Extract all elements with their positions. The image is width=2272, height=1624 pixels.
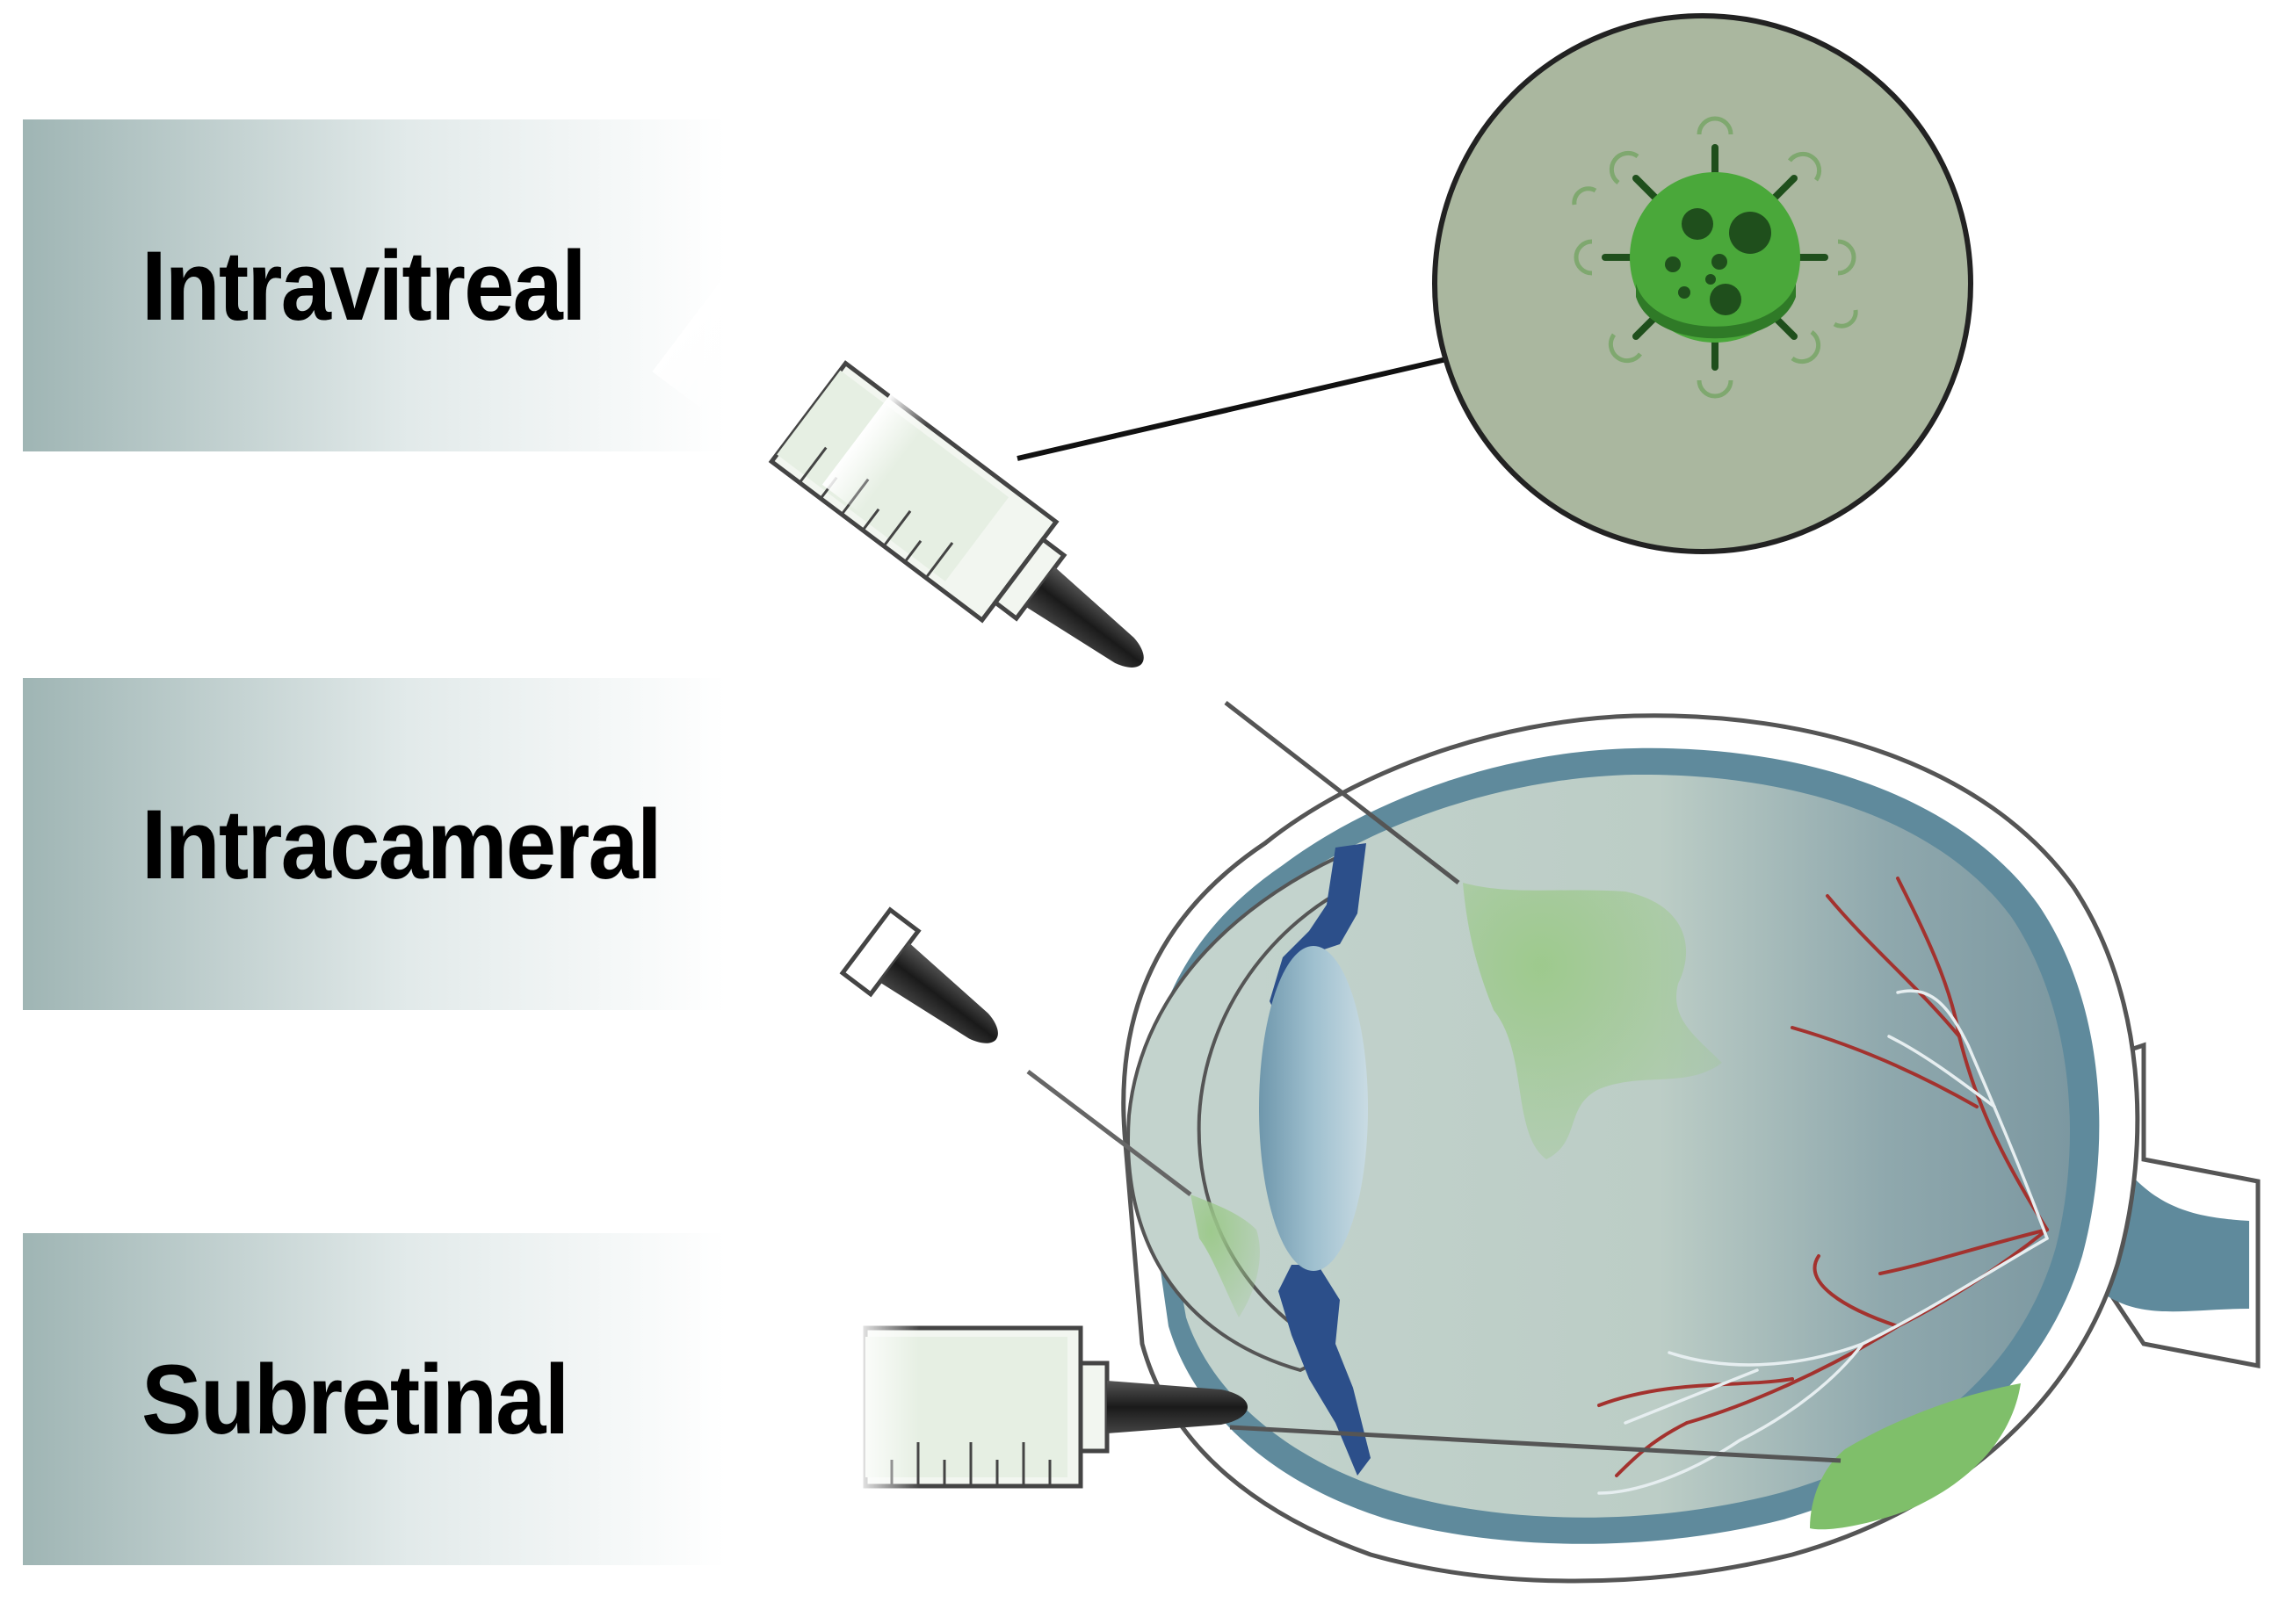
lens bbox=[1259, 946, 1368, 1271]
cornea bbox=[1126, 848, 1360, 1373]
band-bg-intravitreal bbox=[23, 119, 726, 451]
retinal-vessels-white bbox=[1597, 989, 2049, 1495]
label-band-intracameral: Intracameral bbox=[23, 678, 726, 1010]
label-band-subretinal: Subretinal bbox=[23, 1233, 726, 1565]
virus-icon bbox=[1572, 116, 1858, 399]
label-intracameral: Intracameral bbox=[141, 789, 662, 899]
syringe-icon bbox=[745, 828, 998, 1043]
callout-line bbox=[1017, 342, 1512, 461]
needle-intracameral bbox=[1026, 1070, 1192, 1196]
needle-subretinal bbox=[1229, 1425, 1841, 1463]
optic-nerve bbox=[2082, 1089, 2249, 1312]
band-bg-subretinal bbox=[23, 1233, 726, 1565]
label-intravitreal: Intravitreal bbox=[141, 230, 587, 341]
band-bg-intracameral bbox=[23, 678, 726, 1010]
intravitreal-injection-plume bbox=[1463, 883, 1722, 1159]
label-subretinal: Subretinal bbox=[141, 1344, 569, 1454]
syringe-icon bbox=[852, 1319, 1248, 1495]
needle-intravitreal bbox=[1224, 701, 1460, 884]
subretinal-bleb bbox=[1810, 1383, 2021, 1530]
vitreous bbox=[1155, 774, 2070, 1518]
label-band-intravitreal: Intravitreal bbox=[23, 119, 726, 451]
iris-lower bbox=[1278, 1265, 1371, 1476]
intracameral-injection-plume bbox=[1190, 1195, 1260, 1317]
eye-icon bbox=[1121, 713, 2261, 1584]
